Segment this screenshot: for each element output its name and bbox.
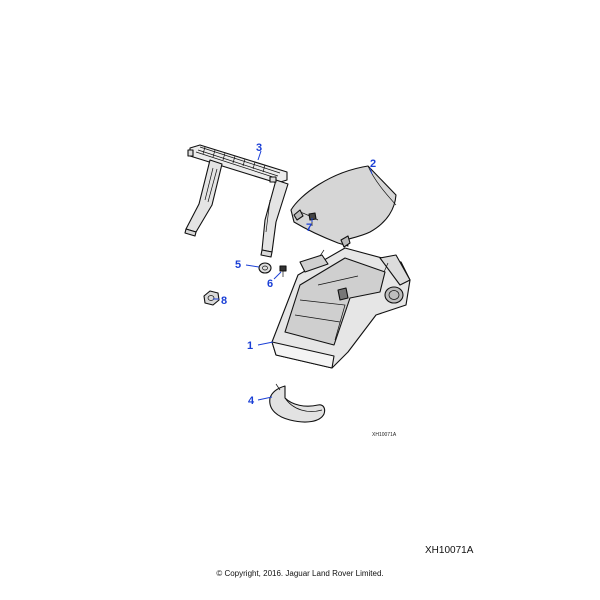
callout-3: 3: [256, 142, 262, 154]
leader-5: [245, 264, 260, 268]
callout-7: 7: [306, 222, 312, 234]
copyright-notice: © Copyright, 2016. Jaguar Land Rover Lim…: [216, 569, 384, 578]
part-1-console-box: [271, 247, 411, 369]
part-4-trim: [269, 383, 326, 423]
callout-2: 2: [370, 158, 376, 170]
callout-5: 5: [235, 259, 241, 271]
part-8-nut: [203, 290, 220, 306]
callout-8: 8: [221, 295, 227, 307]
leader-6: [273, 271, 282, 280]
part-3-bracket: [184, 144, 289, 258]
callout-6: 6: [267, 278, 273, 290]
part-6-screw: [279, 265, 287, 277]
leader-2: [369, 167, 373, 175]
leader-1: [257, 341, 274, 346]
callouts: 3 2 7 5 6 8 1 4: [213, 142, 376, 407]
leader-3: [257, 150, 262, 161]
part-2-cover: [290, 165, 397, 248]
image-reference: XH10071A: [425, 545, 474, 556]
leader-4: [257, 396, 273, 401]
part-7-clip: [308, 212, 317, 226]
part-5-grommet: [258, 262, 272, 274]
inline-image-ref: XH10071A: [372, 432, 397, 438]
callout-4: 4: [248, 395, 255, 407]
callout-1: 1: [247, 340, 253, 352]
